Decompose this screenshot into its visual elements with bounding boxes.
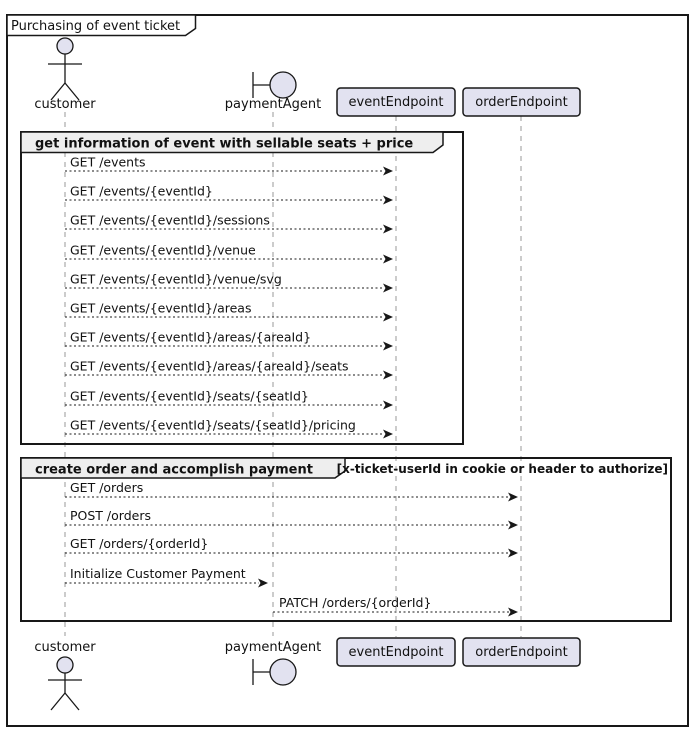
participant-box	[336, 637, 456, 667]
group2-frame	[20, 457, 672, 622]
arrowhead-icon	[508, 520, 518, 530]
participant-label: orderEndpoint	[475, 95, 568, 110]
message-label: POST /orders	[70, 508, 151, 523]
message-label: GET /events/{eventId}/seats/{seatId}	[70, 389, 309, 404]
message: GET /events/{eventId}/areas	[65, 301, 393, 322]
message: Initialize Customer Payment	[65, 566, 268, 588]
message-label: GET /events/{eventId}/areas/{areaId}	[70, 330, 311, 345]
message: GET /events/{eventId}/venue/svg	[65, 272, 393, 293]
participant-label: paymentAgent	[225, 640, 321, 655]
group1-header-tab	[20, 131, 444, 154]
participant-box	[462, 87, 581, 117]
message: PATCH /orders/{orderId}	[273, 595, 518, 617]
message: POST /orders	[65, 508, 518, 530]
arrowhead-icon	[258, 578, 268, 588]
message-label: GET /events/{eventId}/sessions	[70, 213, 270, 228]
participant-paymentagent-bottom: paymentAgent	[225, 640, 321, 686]
message-label: GET /events/{eventId}/areas/{areaId}/sea…	[70, 359, 349, 374]
group-get-information: get information of event with sellable s…	[20, 131, 464, 445]
arrowhead-icon	[383, 312, 393, 322]
actor-icon	[48, 37, 82, 101]
arrowhead-icon	[383, 341, 393, 351]
message: GET /orders	[65, 480, 518, 502]
actor-icon	[48, 656, 82, 711]
message: GET /events/{eventId}/seats/{seatId}/pri…	[65, 418, 393, 439]
boundary-icon	[252, 658, 297, 686]
participant-orderendpoint-bottom: orderEndpoint	[462, 637, 581, 667]
participant-label: eventEndpoint	[349, 95, 444, 110]
participant-eventendpoint-bottom: eventEndpoint	[336, 637, 456, 667]
message: GET /events/{eventId}/sessions	[65, 213, 393, 234]
message-label: GET /events/{eventId}	[70, 184, 213, 199]
message-label: PATCH /orders/{orderId}	[279, 595, 431, 610]
message: GET /events	[65, 155, 393, 176]
message-label: GET /events/{eventId}/areas	[70, 301, 251, 316]
arrowhead-icon	[508, 548, 518, 558]
message-label: GET /events/{eventId}/venue	[70, 243, 256, 258]
participant-label: orderEndpoint	[475, 645, 568, 660]
boundary-icon	[252, 71, 297, 99]
diagram-title-tab	[6, 14, 197, 37]
participant-label: eventEndpoint	[349, 645, 444, 660]
participant-label: paymentAgent	[225, 97, 321, 112]
message: GET /events/{eventId}/venue	[65, 243, 393, 264]
participant-label: customer	[34, 640, 96, 655]
message-label: GET /events/{eventId}/venue/svg	[70, 272, 282, 287]
participant-box	[336, 87, 456, 117]
group-create-order: create order and accomplish payment [x-t…	[20, 457, 672, 622]
arrowhead-icon	[508, 607, 518, 617]
participant-customer-top: customer	[34, 37, 96, 112]
participant-label: customer	[34, 97, 96, 112]
participant-orderendpoint-top: orderEndpoint	[462, 87, 581, 117]
participant-box	[462, 637, 581, 667]
participant-paymentagent-top: paymentAgent	[225, 71, 321, 112]
message: GET /events/{eventId}/areas/{areaId}/sea…	[65, 359, 393, 380]
diagram-title: Purchasing of event ticket	[11, 19, 180, 34]
arrowhead-icon	[383, 254, 393, 264]
message-label: GET /orders/{orderId}	[70, 536, 208, 551]
group2-condition-label: [x-ticket-userId in cookie or header to …	[337, 462, 668, 476]
participant-customer-bottom: customer	[34, 640, 96, 711]
message-label: Initialize Customer Payment	[70, 566, 246, 581]
message-label: GET /events/{eventId}/seats/{seatId}/pri…	[70, 418, 356, 433]
arrowhead-icon	[383, 370, 393, 380]
message: GET /events/{eventId}/seats/{seatId}	[65, 389, 393, 410]
group1-label: get information of event with sellable s…	[35, 137, 413, 152]
message-label: GET /orders	[70, 480, 143, 495]
arrowhead-icon	[383, 224, 393, 234]
arrowhead-icon	[383, 283, 393, 293]
group2-label: create order and accomplish payment	[35, 463, 313, 478]
message: GET /orders/{orderId}	[65, 536, 518, 558]
arrowhead-icon	[383, 400, 393, 410]
arrowhead-icon	[383, 195, 393, 205]
arrowhead-icon	[383, 429, 393, 439]
group2-header-tab	[20, 457, 346, 479]
arrowhead-icon	[508, 492, 518, 502]
participant-eventendpoint-top: eventEndpoint	[336, 87, 456, 117]
arrowhead-icon	[383, 166, 393, 176]
message: GET /events/{eventId}/areas/{areaId}	[65, 330, 393, 351]
message-label: GET /events	[70, 155, 146, 170]
message: GET /events/{eventId}	[65, 184, 393, 205]
